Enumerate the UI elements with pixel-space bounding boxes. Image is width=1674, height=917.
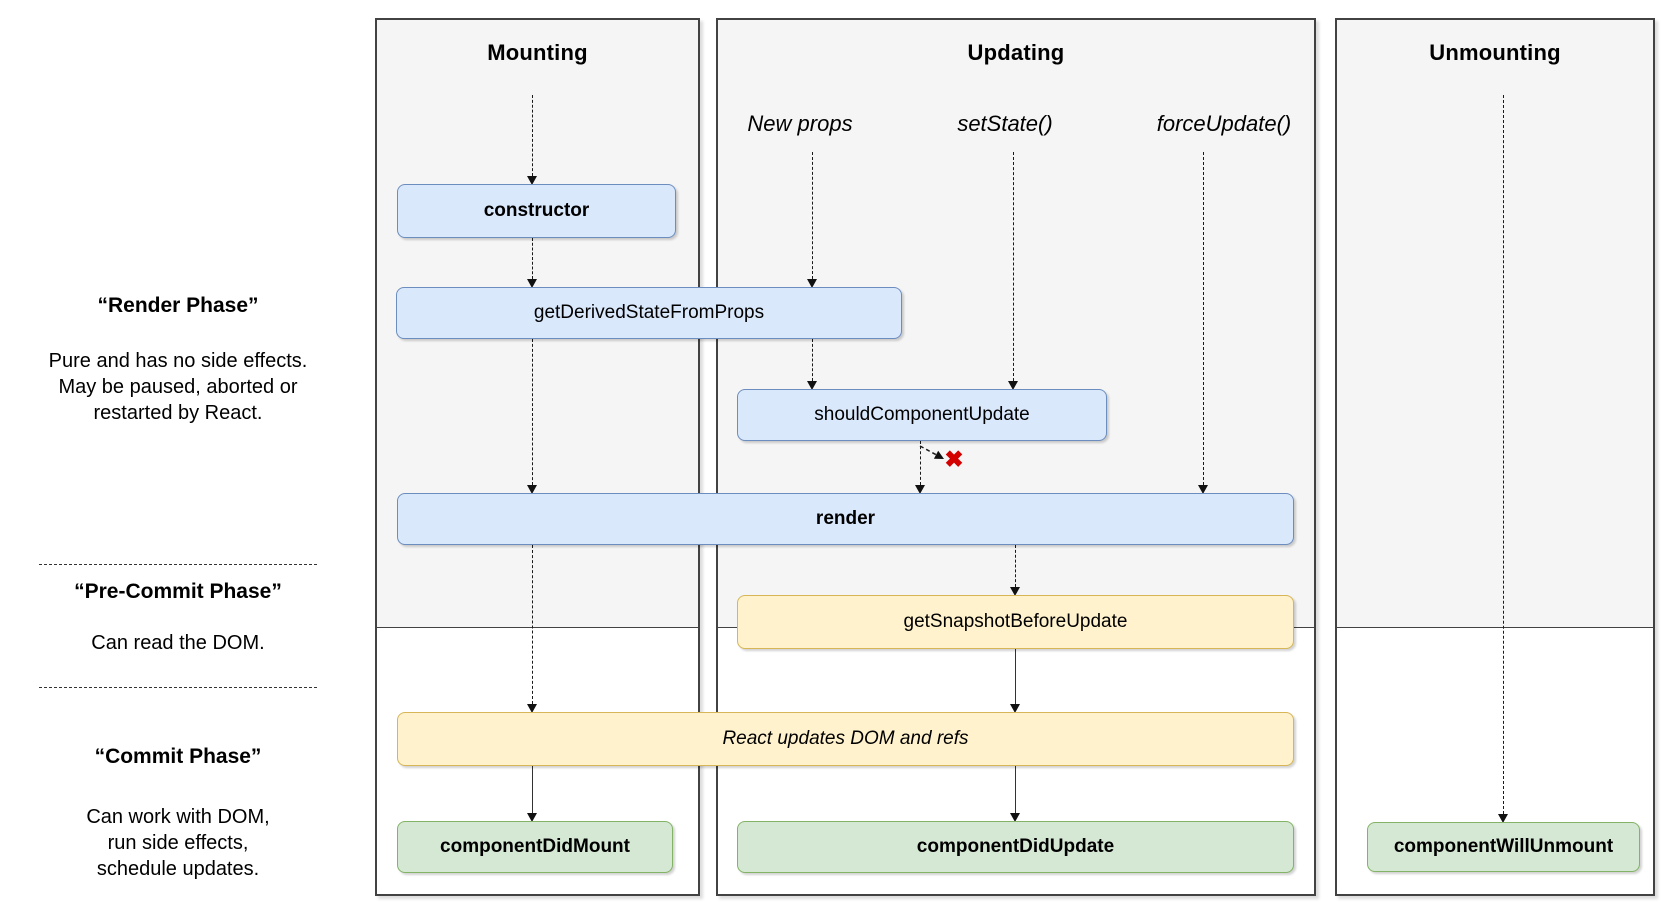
arrowhead-icon xyxy=(527,176,538,185)
arrow-reactupdates-to-didupdate xyxy=(1010,766,1021,822)
branch-arrow-icon xyxy=(919,445,944,459)
arrowhead-icon xyxy=(527,704,538,713)
trigger-new-props: New props xyxy=(747,111,853,136)
box-should-component-update: shouldComponentUpdate xyxy=(737,389,1107,441)
box-get-snapshot-before-update: getSnapshotBeforeUpdate xyxy=(737,595,1294,649)
column-unmounting: Unmounting xyxy=(1335,18,1655,896)
arrow-forceupdate-to-render xyxy=(1198,152,1209,494)
reject-x-icon: ✖ xyxy=(944,446,964,472)
arrow-newprops-to-gdsfp xyxy=(807,152,818,288)
render-phase-region xyxy=(1337,20,1653,628)
phase-description-render: Pure and has no side effects. May be pau… xyxy=(10,348,346,426)
column-title-unmounting: Unmounting xyxy=(1429,40,1561,65)
column-title-mounting: Mounting xyxy=(487,40,588,65)
box-component-did-mount: componentDidMount xyxy=(397,821,673,873)
arrowhead-icon xyxy=(1010,813,1021,822)
trigger-set-state: setState() xyxy=(957,111,1053,136)
phase-label-commit: “Commit Phase” xyxy=(94,745,262,768)
arrowhead-icon xyxy=(1008,381,1019,390)
arrowhead-icon xyxy=(1198,485,1209,494)
arrow-mounting-to-constructor xyxy=(527,95,538,185)
arrowhead-icon xyxy=(1498,814,1509,823)
arrow-unmounting-to-willunmount xyxy=(1498,95,1509,823)
box-component-did-update: componentDidUpdate xyxy=(737,821,1294,873)
arrowhead-icon xyxy=(807,381,818,390)
phase-label-pre-commit: “Pre-Commit Phase” xyxy=(74,580,282,603)
column-title-updating: Updating xyxy=(967,40,1065,65)
arrow-shouldupdate-to-render xyxy=(915,441,926,494)
arrowhead-icon xyxy=(807,279,818,288)
box-constructor: constructor xyxy=(397,184,676,238)
phase-description-pre-commit: Can read the DOM. xyxy=(10,630,346,656)
arrowhead-icon xyxy=(1010,587,1021,596)
phase-label-render: “Render Phase” xyxy=(97,294,259,317)
arrow-getsnapshot-to-reactupdates xyxy=(1010,649,1021,713)
phase-divider xyxy=(39,564,317,565)
arrowhead-icon xyxy=(527,279,538,288)
arrow-reactupdates-to-didmount xyxy=(527,766,538,822)
phase-description-line: schedule updates. xyxy=(96,858,260,880)
arrowhead-icon xyxy=(527,485,538,494)
arrow-gdsfp-to-shouldupdate xyxy=(807,339,818,390)
arrow-render-to-getsnapshot xyxy=(1010,545,1021,596)
box-component-will-unmount: componentWillUnmount xyxy=(1367,822,1640,872)
phase-description-line: restarted by React. xyxy=(93,402,263,424)
arrowhead-icon xyxy=(915,485,926,494)
phase-divider xyxy=(39,687,317,688)
arrow-setstate-to-shouldupdate xyxy=(1008,152,1019,390)
trigger-force-update: forceUpdate() xyxy=(1156,111,1292,136)
phase-description-line: run side effects, xyxy=(107,832,249,854)
arrowhead-icon xyxy=(527,813,538,822)
arrow-gdsfp-to-render-mounting xyxy=(527,339,538,494)
box-get-derived-state-from-props: getDerivedStateFromProps xyxy=(396,287,902,339)
arrow-constructor-to-gdsfp xyxy=(527,238,538,288)
arrow-render-to-reactupdates-mounting xyxy=(527,545,538,713)
phase-description-commit: Can work with DOM, run side effects, sch… xyxy=(10,804,346,882)
box-render: render xyxy=(397,493,1294,545)
phase-description-line: Can read the DOM. xyxy=(91,632,265,654)
arrowhead-icon xyxy=(1010,704,1021,713)
box-react-updates-dom: React updates DOM and refs xyxy=(397,712,1294,766)
phase-description-line: Pure and has no side effects. xyxy=(48,350,308,372)
phase-description-line: May be paused, aborted or xyxy=(58,376,298,398)
phase-description-line: Can work with DOM, xyxy=(86,806,270,828)
